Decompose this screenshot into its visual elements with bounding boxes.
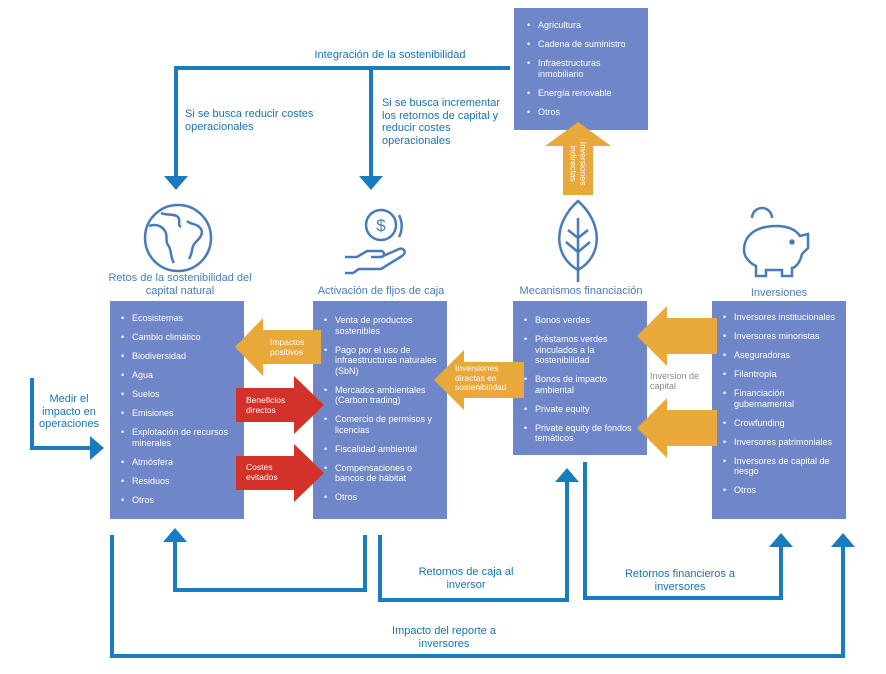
beneficios-label: Beneficios directos [246,395,286,415]
col3-item: Private equity [521,404,639,415]
col3-list: Bonos verdesPréstamos verdes vinculados … [521,315,639,444]
retornos-financieros-line [583,462,783,600]
capital-arrow-top [637,306,717,366]
capital-arrow-bottom [637,398,717,458]
costes-label: Costes evitados [246,462,278,482]
col1-item: Agua [118,370,236,381]
col2-item: Compensaciones o bancos de hábitat [321,463,439,484]
mid-branch-label: Si se busca incrementar los retornos de … [382,97,500,147]
col2-item: Pago por el uso de infraestructuras natu… [321,345,439,377]
return-col1-arrowhead [163,528,187,542]
impactos-arrow [235,318,321,376]
integration-mid-arrowhead [359,176,383,190]
col3-item: Bonos verdes [521,315,639,326]
col2-item: Venta de productos sostenibles [321,315,439,336]
col4-item: Inversores minoristas [720,331,838,342]
impacto-reporte-line [110,535,845,658]
col4-item: Financiación gubernamental [720,388,838,409]
col3-title: Mecanismos financiación [519,285,643,297]
medir-arrowhead [90,436,104,460]
beneficios-arrow [236,376,324,434]
col2-box: Venta de productos sosteniblesPago por e… [313,301,447,519]
sectors-item: Agricultura [524,20,638,31]
col2-item: Comercio de permisos y licencias [321,414,439,435]
col3-box: Bonos verdesPréstamos verdes vinculados … [513,301,647,455]
sectors-item: Infraestructuras inmobiliario [524,58,638,79]
left-branch-label: Si se busca reducir costes operacionales [185,108,314,133]
impacto-reporte-arrowhead [831,533,855,547]
col2-title: Activación de fljos de caja [317,285,445,297]
medir-label: Medir el impacto en operaciones [39,393,99,430]
col4-item: Aseguradoras [720,350,838,361]
impacto-reporte-label: Impacto del reporte a inversores [392,625,496,650]
directas-arrow [434,350,524,410]
col4-list: Inversores institucionalesInversores min… [720,312,838,496]
integration-left-arrowhead [164,176,188,190]
sectors-item: Cadena de suministro [524,39,638,50]
retornos-caja-arrowhead [555,468,579,482]
col4-item: Inversores de capital de riesgo [720,456,838,477]
col1-item: Biodiversidad [118,351,236,362]
sectors-item: Energía renovable [524,88,638,99]
integration-line [174,66,510,178]
retornos-caja-label: Retornos de caja al inversor [418,566,514,591]
sectors-item: Otros [524,107,638,118]
col1-item: Otros [118,495,236,506]
sectors-list: AgriculturaCadena de suministroInfraestr… [524,20,638,117]
col2-list: Venta de productos sosteniblesPago por e… [321,315,439,503]
leaf-icon [558,199,598,282]
cash-hand-icon: $ [345,208,406,275]
col1-item: Cambio climático [118,332,236,343]
col2-item: Otros [321,492,439,503]
col1-item: Residuos [118,476,236,487]
col1-list: EcosistemasCambio climáticoBiodiversidad… [118,313,236,505]
col1-item: Emisiones [118,408,236,419]
indirect-arrow [545,122,611,195]
col4-item: Inversores institucionales [720,312,838,323]
col4-title: Inversiones [750,287,808,299]
col4-item: Crowfunding [720,418,838,429]
retornos-caja-line [378,480,569,602]
col3-item: Bonos de impacto ambiental [521,374,639,395]
col4-item: Otros [720,485,838,496]
integration-label: Integración de la sostenibilidad [314,49,466,61]
col1-box: EcosistemasCambio climáticoBiodiversidad… [110,301,244,519]
col1-title: Retos de la sostenibilidad del capital n… [108,272,252,297]
return-col2-col1-line [173,535,367,592]
sectors-box: AgriculturaCadena de suministroInfraestr… [514,8,648,130]
capital-label: Inversion de capital [650,371,700,391]
medir-line [30,378,92,450]
col3-item: Private equity de fondos temáticos [521,423,639,444]
globe-icon [143,203,213,273]
col1-item: Explotación de recursos minerales [118,427,236,448]
col4-item: Filantropía [720,369,838,380]
retornos-financieros-label: Retornos financieros a inversores [624,568,736,593]
directas-label: Inversiones directas en sostenibilidad [455,363,507,392]
col2-item: Mercados ambientales (Carbon trading) [321,385,439,406]
col1-item: Ecosistemas [118,313,236,324]
retornos-financieros-arrowhead [769,533,793,547]
col1-item: Atmósfera [118,457,236,468]
col4-box: Inversores institucionalesInversores min… [712,301,846,519]
costes-arrow [236,444,324,502]
indirect-label: Inversiones indirectas [569,141,589,186]
col4-item: Inversores patrimoniales [720,437,838,448]
svg-text:$: $ [376,216,386,235]
col2-item: Fiscalidad ambiental [321,444,439,455]
impactos-label: Impactos positivos [270,337,305,357]
col1-item: Suelos [118,389,236,400]
piggy-bank-icon [742,206,810,278]
col3-item: Préstamos verdes vinculados a la sosteni… [521,334,639,366]
